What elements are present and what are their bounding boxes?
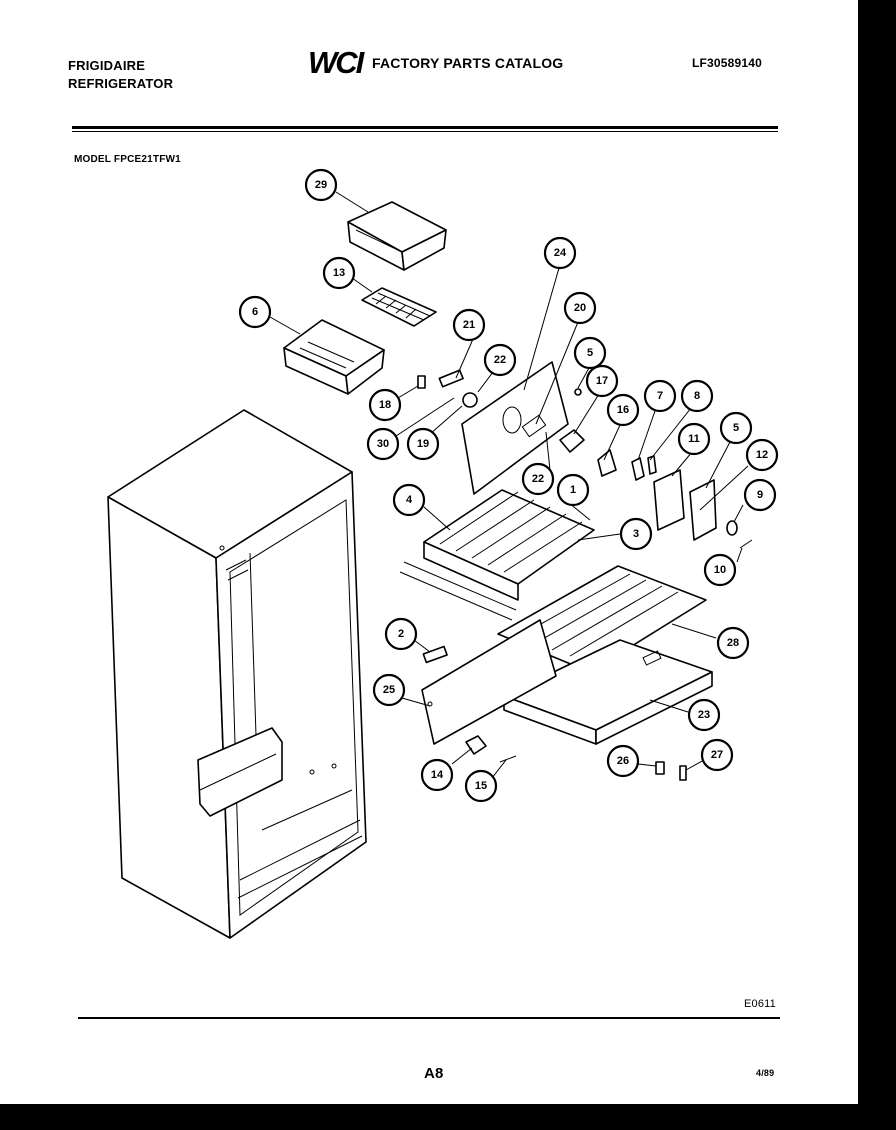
leader-lines	[269, 191, 749, 779]
callout-22-bottom: 22	[521, 462, 555, 496]
svg-text:22: 22	[494, 354, 506, 366]
ice-bin-drawing	[283, 319, 385, 395]
svg-text:7: 7	[657, 390, 663, 402]
callout-4: 4	[392, 483, 426, 517]
header-rule	[72, 126, 778, 129]
callout-12: 12	[745, 438, 779, 472]
callout-15: 15	[464, 769, 498, 803]
diagram-code: E0611	[744, 998, 776, 1010]
svg-text:22: 22	[532, 473, 544, 485]
wci-logo: WCI	[308, 45, 364, 80]
svg-text:18: 18	[379, 399, 391, 411]
callout-17: 17	[585, 364, 619, 398]
svg-text:21: 21	[463, 319, 475, 331]
svg-text:1: 1	[570, 484, 576, 496]
evaporator-cover-drawing	[461, 361, 569, 495]
svg-text:5: 5	[587, 347, 593, 359]
freezer-shelf-drawing	[347, 201, 447, 271]
svg-text:13: 13	[333, 267, 345, 279]
callout-23: 23	[687, 698, 721, 732]
callout-24: 24	[543, 236, 577, 270]
callout-7: 7	[643, 379, 677, 413]
callout-8: 8	[680, 379, 714, 413]
exploded-parts-diagram: 29 13 6 21 22 24 20 5 17 18 30 19 16 7 8…	[107, 168, 779, 939]
callout-9: 9	[743, 478, 777, 512]
callout-28: 28	[716, 626, 750, 660]
footer-rule	[78, 1017, 780, 1019]
svg-text:2: 2	[398, 628, 404, 640]
callout-13: 13	[322, 256, 356, 290]
svg-text:3: 3	[633, 528, 639, 540]
svg-text:23: 23	[698, 709, 710, 721]
date-code: 4/89	[756, 1068, 775, 1078]
svg-text:12: 12	[756, 449, 768, 461]
svg-text:4: 4	[406, 494, 413, 506]
svg-text:16: 16	[617, 404, 629, 416]
callout-5-top: 5	[573, 336, 607, 370]
catalog-page: FRIGIDAIRE REFRIGERATOR WCI FACTORY PART…	[0, 0, 858, 1104]
svg-text:10: 10	[714, 564, 726, 576]
catalog-title: FACTORY PARTS CATALOG	[372, 55, 564, 71]
callout-6: 6	[238, 295, 272, 329]
catalog-number: LF30589140	[692, 56, 763, 70]
svg-text:19: 19	[417, 438, 429, 450]
cabinet-liner-drawing	[107, 409, 367, 939]
svg-text:6: 6	[252, 306, 258, 318]
callout-18: 18	[368, 388, 402, 422]
rear-panel-drawing	[421, 619, 557, 745]
callout-26: 26	[606, 744, 640, 778]
callout-25: 25	[372, 673, 406, 707]
callout-27: 27	[700, 738, 734, 772]
brand-name: FRIGIDAIRE	[68, 58, 146, 73]
svg-text:11: 11	[688, 433, 700, 445]
product-type: REFRIGERATOR	[68, 76, 174, 91]
page-number: A8	[424, 1065, 444, 1082]
callout-30: 30	[366, 427, 400, 461]
svg-text:9: 9	[757, 489, 763, 501]
svg-text:25: 25	[383, 684, 395, 696]
svg-text:29: 29	[315, 179, 327, 191]
callout-20: 20	[563, 291, 597, 325]
callout-16: 16	[606, 393, 640, 427]
svg-text:24: 24	[554, 247, 567, 259]
svg-text:28: 28	[727, 637, 739, 649]
hardware-drawing	[422, 645, 687, 781]
evaporator-coil-drawing	[399, 489, 595, 621]
callout-22-top: 22	[483, 343, 517, 377]
bottom-pan-drawing	[503, 639, 713, 745]
svg-text:5: 5	[733, 422, 739, 434]
callout-5-right: 5	[719, 411, 753, 445]
header-rule-thin	[72, 131, 778, 132]
svg-text:15: 15	[475, 780, 487, 792]
model-number: MODEL FPCE21TFW1	[74, 154, 181, 165]
callout-3: 3	[619, 517, 653, 551]
svg-text:17: 17	[596, 375, 608, 387]
svg-text:27: 27	[711, 749, 723, 761]
control-parts-drawing	[653, 469, 753, 549]
ice-tray-drawing	[361, 287, 437, 327]
callout-21: 21	[452, 308, 486, 342]
svg-text:8: 8	[694, 390, 700, 402]
callout-2: 2	[384, 617, 418, 651]
svg-text:30: 30	[377, 438, 389, 450]
svg-text:26: 26	[617, 755, 629, 767]
callout-14: 14	[420, 758, 454, 792]
callout-19: 19	[406, 427, 440, 461]
svg-text:20: 20	[574, 302, 586, 314]
callout-29: 29	[304, 168, 338, 202]
callout-1: 1	[556, 473, 590, 507]
callout-11: 11	[677, 422, 711, 456]
callout-10: 10	[703, 553, 737, 587]
svg-text:14: 14	[431, 769, 444, 781]
